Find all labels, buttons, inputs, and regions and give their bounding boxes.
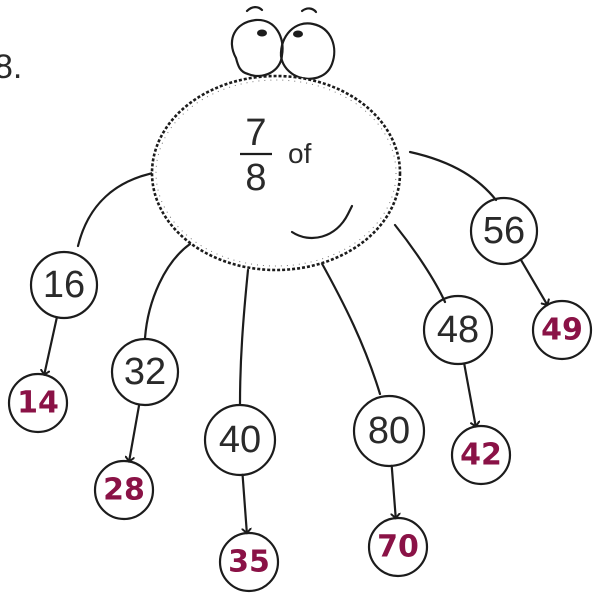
of-label: of	[288, 138, 312, 169]
input-number: 56	[483, 210, 525, 252]
question-number: 8.	[0, 48, 22, 86]
answer-number: 14	[17, 386, 59, 421]
input-number: 80	[368, 410, 410, 452]
leg-group: 40 35	[205, 405, 278, 591]
answer-number: 70	[377, 530, 419, 565]
leg-group: 80 70	[354, 396, 427, 576]
input-number: 32	[124, 351, 166, 393]
arrow	[243, 475, 247, 533]
arrow	[521, 259, 548, 305]
right-pupil	[293, 31, 303, 38]
leg-group: 48 42	[424, 296, 510, 484]
input-number: 16	[43, 264, 85, 306]
leg-group: 56 49	[471, 198, 591, 359]
input-number: 48	[437, 309, 479, 351]
answer-number: 42	[460, 438, 502, 473]
spider-body	[152, 76, 400, 270]
arrow	[464, 363, 476, 426]
input-number: 40	[219, 419, 261, 461]
arrow	[44, 317, 57, 374]
answer-number: 35	[228, 545, 270, 580]
fraction-denominator: 8	[245, 157, 266, 199]
eyes	[232, 7, 334, 79]
left-pupil	[257, 30, 267, 37]
arrow	[392, 466, 396, 518]
arrow	[129, 404, 139, 461]
fraction-numerator: 7	[245, 112, 266, 154]
leg-group: 32 28	[95, 339, 178, 519]
answer-number: 28	[103, 473, 145, 508]
answer-number: 49	[541, 313, 583, 348]
